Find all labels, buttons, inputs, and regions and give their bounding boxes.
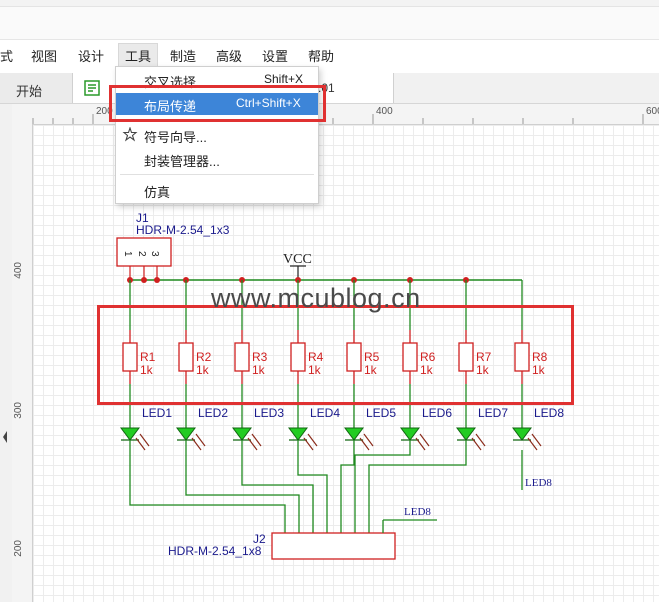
menu-help[interactable]: 帮助 [308, 49, 335, 64]
menu-symbol-wizard[interactable]: 符号向导... [116, 124, 318, 146]
menu-design[interactable]: 设计 [78, 49, 105, 64]
led-1 [120, 427, 140, 441]
ruler-vertical: 400 300 200 [12, 124, 33, 602]
j1-pin3: 3 [149, 251, 160, 257]
resistor-ref-6: R6 [420, 350, 436, 364]
resistor-ref-5: R5 [364, 350, 380, 364]
led-7 [456, 427, 476, 441]
menu-symbol-wizard-label: 符号向导... [144, 130, 207, 145]
menu-cross-select-shortcut: Shift+X [264, 72, 304, 86]
watermark: www.mcublog.cn [211, 283, 421, 313]
tab-schematic-suffix: :01 [318, 81, 335, 95]
led-label-4: LED4 [310, 406, 340, 420]
led-label-1: LED1 [142, 406, 172, 420]
menu-bar [0, 40, 659, 70]
led-label-3: LED3 [254, 406, 284, 420]
tools-dropdown-menu: 交叉选择 Shift+X 布局传递 Ctrl+Shift+X 符号向导... 封… [115, 66, 319, 204]
resistor-value-2: 1k [196, 363, 210, 377]
resistor-value-4: 1k [308, 363, 322, 377]
ruler-top-label-400: 400 [376, 106, 393, 117]
vcc-label: VCC [283, 252, 312, 267]
title-bar [0, 7, 659, 40]
j1-designator: J1 [136, 211, 149, 225]
menu-format[interactable]: 式 [0, 49, 14, 64]
resistor-value-6: 1k [420, 363, 434, 377]
resistor-value-7: 1k [476, 363, 490, 377]
menu-layout-transfer-shortcut: Ctrl+Shift+X [236, 96, 301, 110]
led-label-5: LED5 [366, 406, 396, 420]
led-label-7: LED7 [478, 406, 508, 420]
resistor-ref-8: R8 [532, 350, 548, 364]
j1-body[interactable] [116, 237, 172, 267]
menu-simulation[interactable]: 仿真 [116, 179, 318, 201]
j1-footprint: HDR-M-2.54_1x3 [136, 223, 230, 237]
resistor-value-1: 1k [140, 363, 154, 377]
tab-home[interactable]: 开始 [0, 73, 73, 103]
menu-layout-transfer[interactable]: 布局传递 Ctrl+Shift+X [116, 93, 318, 115]
led-4 [288, 427, 308, 441]
schematic-icon [84, 80, 100, 96]
j2-body[interactable] [271, 532, 396, 560]
wand-icon [122, 127, 138, 142]
menu-manufacture[interactable]: 制造 [170, 49, 197, 64]
net-label-led8-a: LED8 [525, 477, 552, 489]
menu-view[interactable]: 视图 [31, 49, 58, 64]
led-label-8: LED8 [534, 406, 564, 420]
menu-tools[interactable]: 工具 [118, 43, 159, 68]
resistor-ref-1: R1 [140, 350, 156, 364]
resistor-ref-2: R2 [196, 350, 212, 364]
ruler-top-label-200: 200 [96, 106, 113, 117]
led-2 [176, 427, 196, 441]
menu-settings[interactable]: 设置 [262, 49, 289, 64]
tab-home-label: 开始 [16, 84, 43, 99]
menu-footprint-manager-label: 封装管理器... [144, 154, 220, 169]
menu-layout-transfer-label: 布局传递 [144, 99, 197, 114]
resistor-highlight-box [97, 305, 574, 405]
led-6 [400, 427, 420, 441]
collapse-arrow-icon[interactable] [2, 430, 8, 444]
resistor-value-5: 1k [364, 363, 378, 377]
resistor-ref-4: R4 [308, 350, 324, 364]
j2-designator: J2 [253, 532, 266, 546]
ruler-horizontal-ticks [32, 114, 644, 124]
resistor-ref-3: R3 [252, 350, 268, 364]
j1-pin1: 1 [122, 251, 133, 257]
window-top-strip [0, 0, 659, 7]
menu-highlight-box [109, 85, 326, 122]
resistor-value-8: 1k [532, 363, 546, 377]
menu-separator [120, 174, 314, 175]
led-3 [232, 427, 252, 441]
resistor-ref-7: R7 [476, 350, 492, 364]
led-label-6: LED6 [422, 406, 452, 420]
j1-pin2: 2 [136, 251, 147, 257]
menu-advanced[interactable]: 高级 [216, 49, 243, 64]
led-5 [344, 427, 364, 441]
menu-footprint-manager[interactable]: 封装管理器... [116, 148, 318, 170]
ruler-top-label-600: 600 [646, 106, 659, 117]
resistor-value-3: 1k [252, 363, 266, 377]
j2-footprint: HDR-M-2.54_1x8 [168, 544, 262, 558]
led-8 [512, 427, 532, 441]
net-label-led8-b: LED8 [404, 506, 431, 518]
menu-simulation-label: 仿真 [144, 185, 171, 200]
led-label-2: LED2 [198, 406, 228, 420]
